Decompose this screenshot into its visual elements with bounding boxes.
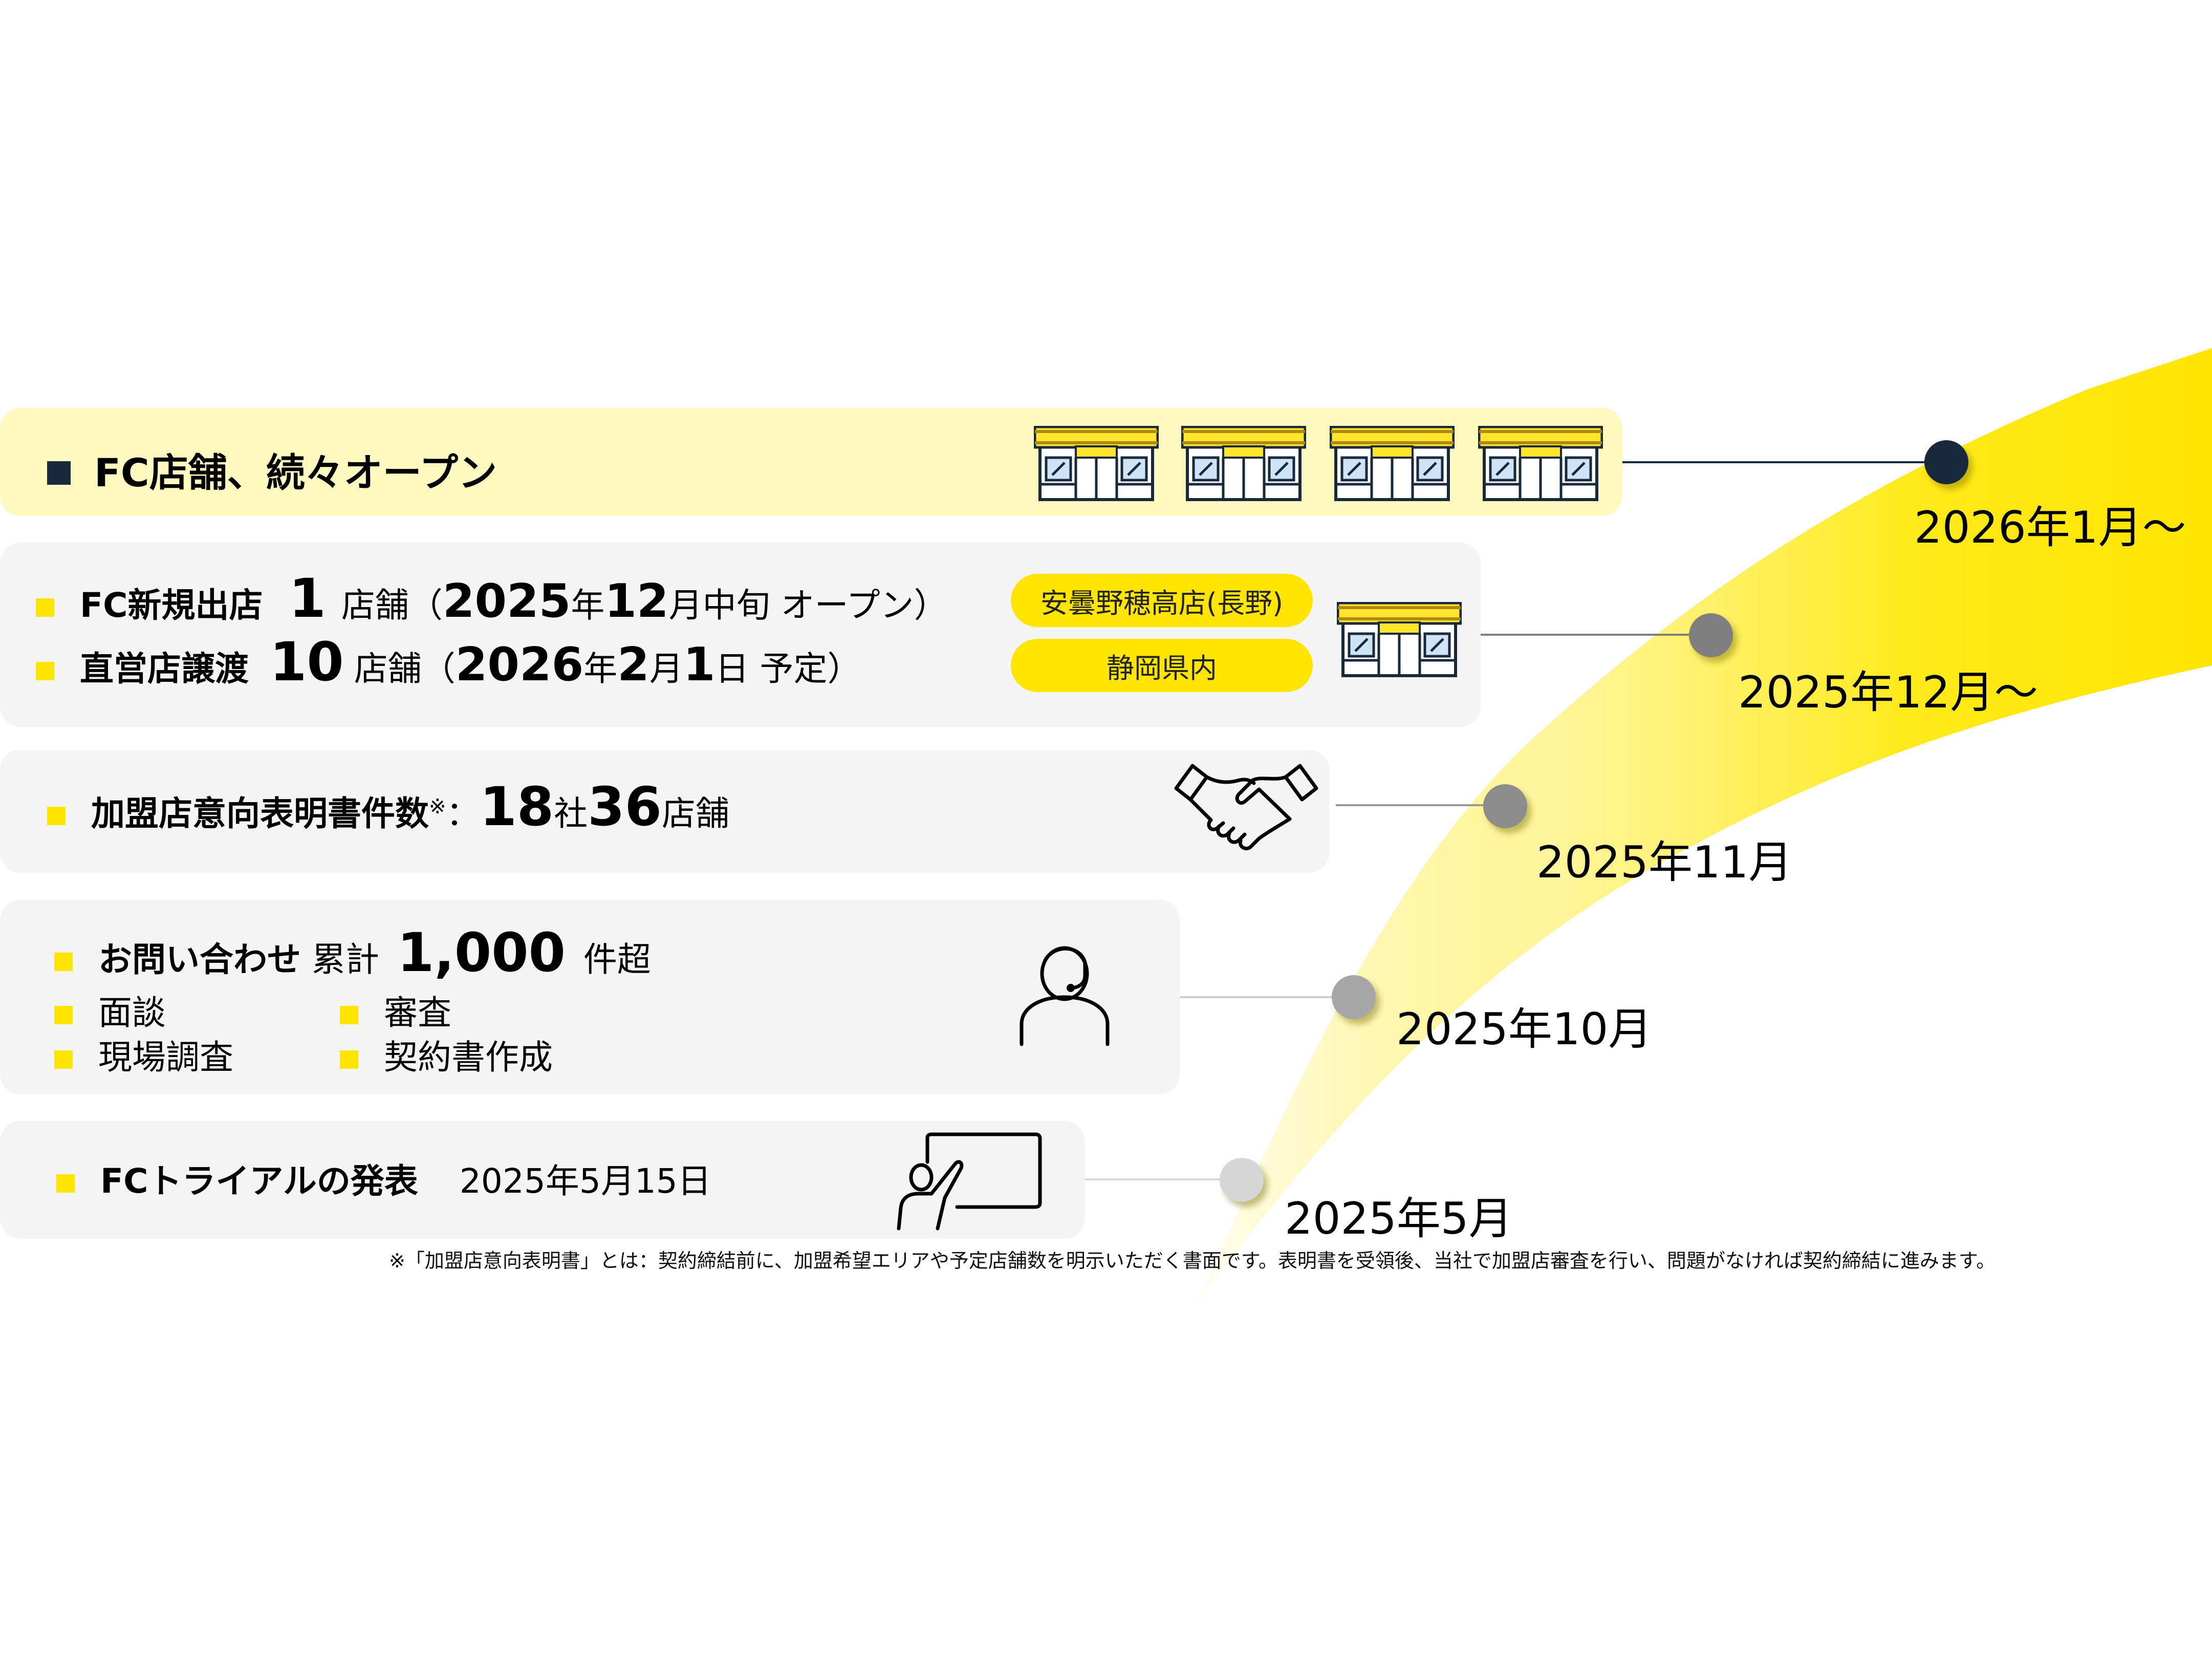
milestone-title-fc-open: FC店舗、続々オープン xyxy=(47,441,497,498)
tag-store-name: 安曇野穂高店(長野) xyxy=(1011,574,1313,627)
presentation-icon xyxy=(897,1132,1042,1231)
store-icon xyxy=(1034,426,1159,501)
timeline-dot-2025-12 xyxy=(1689,613,1733,657)
timeline-dot-2025-10 xyxy=(1332,975,1376,1019)
bullet-icon xyxy=(340,1005,358,1024)
milestone-card-new-and-transfer xyxy=(0,543,1481,727)
bullet-icon xyxy=(36,598,54,617)
sub-item-screening: 審査 xyxy=(340,985,451,1035)
timeline-dot-2025-05 xyxy=(1220,1158,1264,1202)
connector-line xyxy=(1336,804,1484,806)
timeline-date: 2025年11月 xyxy=(1536,837,1793,888)
milestone-card-loi xyxy=(0,750,1330,873)
tag-region: 静岡県内 xyxy=(1011,639,1313,692)
bullet-icon xyxy=(54,952,73,971)
bullet-icon xyxy=(47,806,66,825)
milestone-card-inquiries xyxy=(0,900,1180,1094)
timeline-dot-2026-01 xyxy=(1924,440,1968,484)
sub-item-interview: 面談 xyxy=(54,985,166,1035)
bullet-icon xyxy=(47,461,71,485)
connector-line xyxy=(1622,461,1929,463)
loi-line: 加盟店意向表明書件数※：18社36店舗 xyxy=(47,775,729,838)
support-agent-icon xyxy=(1020,946,1110,1046)
store-icon xyxy=(1337,602,1462,677)
milestone-card-trial xyxy=(0,1121,1085,1239)
timeline-date: 2026年1月～ xyxy=(1914,502,2186,553)
store-icon xyxy=(1330,426,1455,501)
sub-item-site-survey: 現場調査 xyxy=(54,1030,233,1079)
bullet-icon xyxy=(54,1050,73,1069)
store-icon xyxy=(1478,426,1603,501)
handshake-icon xyxy=(1174,764,1318,850)
connector-line xyxy=(1180,996,1333,998)
bullet-icon xyxy=(56,1174,75,1193)
bullet-icon xyxy=(54,1005,73,1024)
timeline-date: 2025年12月～ xyxy=(1738,667,2038,718)
bullet-icon xyxy=(36,661,54,680)
timeline-date: 2025年5月 xyxy=(1285,1193,1513,1244)
trial-line: FCトライアルの発表 2025年5月15日 xyxy=(56,1154,711,1203)
connector-line xyxy=(1481,634,1690,636)
timeline-dot-2025-11 xyxy=(1483,784,1527,828)
footnote: ※「加盟店意向表明書」とは：契約締結前に、加盟希望エリアや予定店舗数を明示いただ… xyxy=(389,1249,1996,1272)
bullet-icon xyxy=(340,1050,358,1069)
connector-line xyxy=(1085,1178,1223,1180)
timeline-date: 2025年10月 xyxy=(1396,1004,1653,1055)
store-icon xyxy=(1181,426,1306,501)
inquiries-line: お問い合わせ 累計 1,000 件超 xyxy=(54,921,651,984)
sub-item-contract: 契約書作成 xyxy=(340,1030,553,1079)
